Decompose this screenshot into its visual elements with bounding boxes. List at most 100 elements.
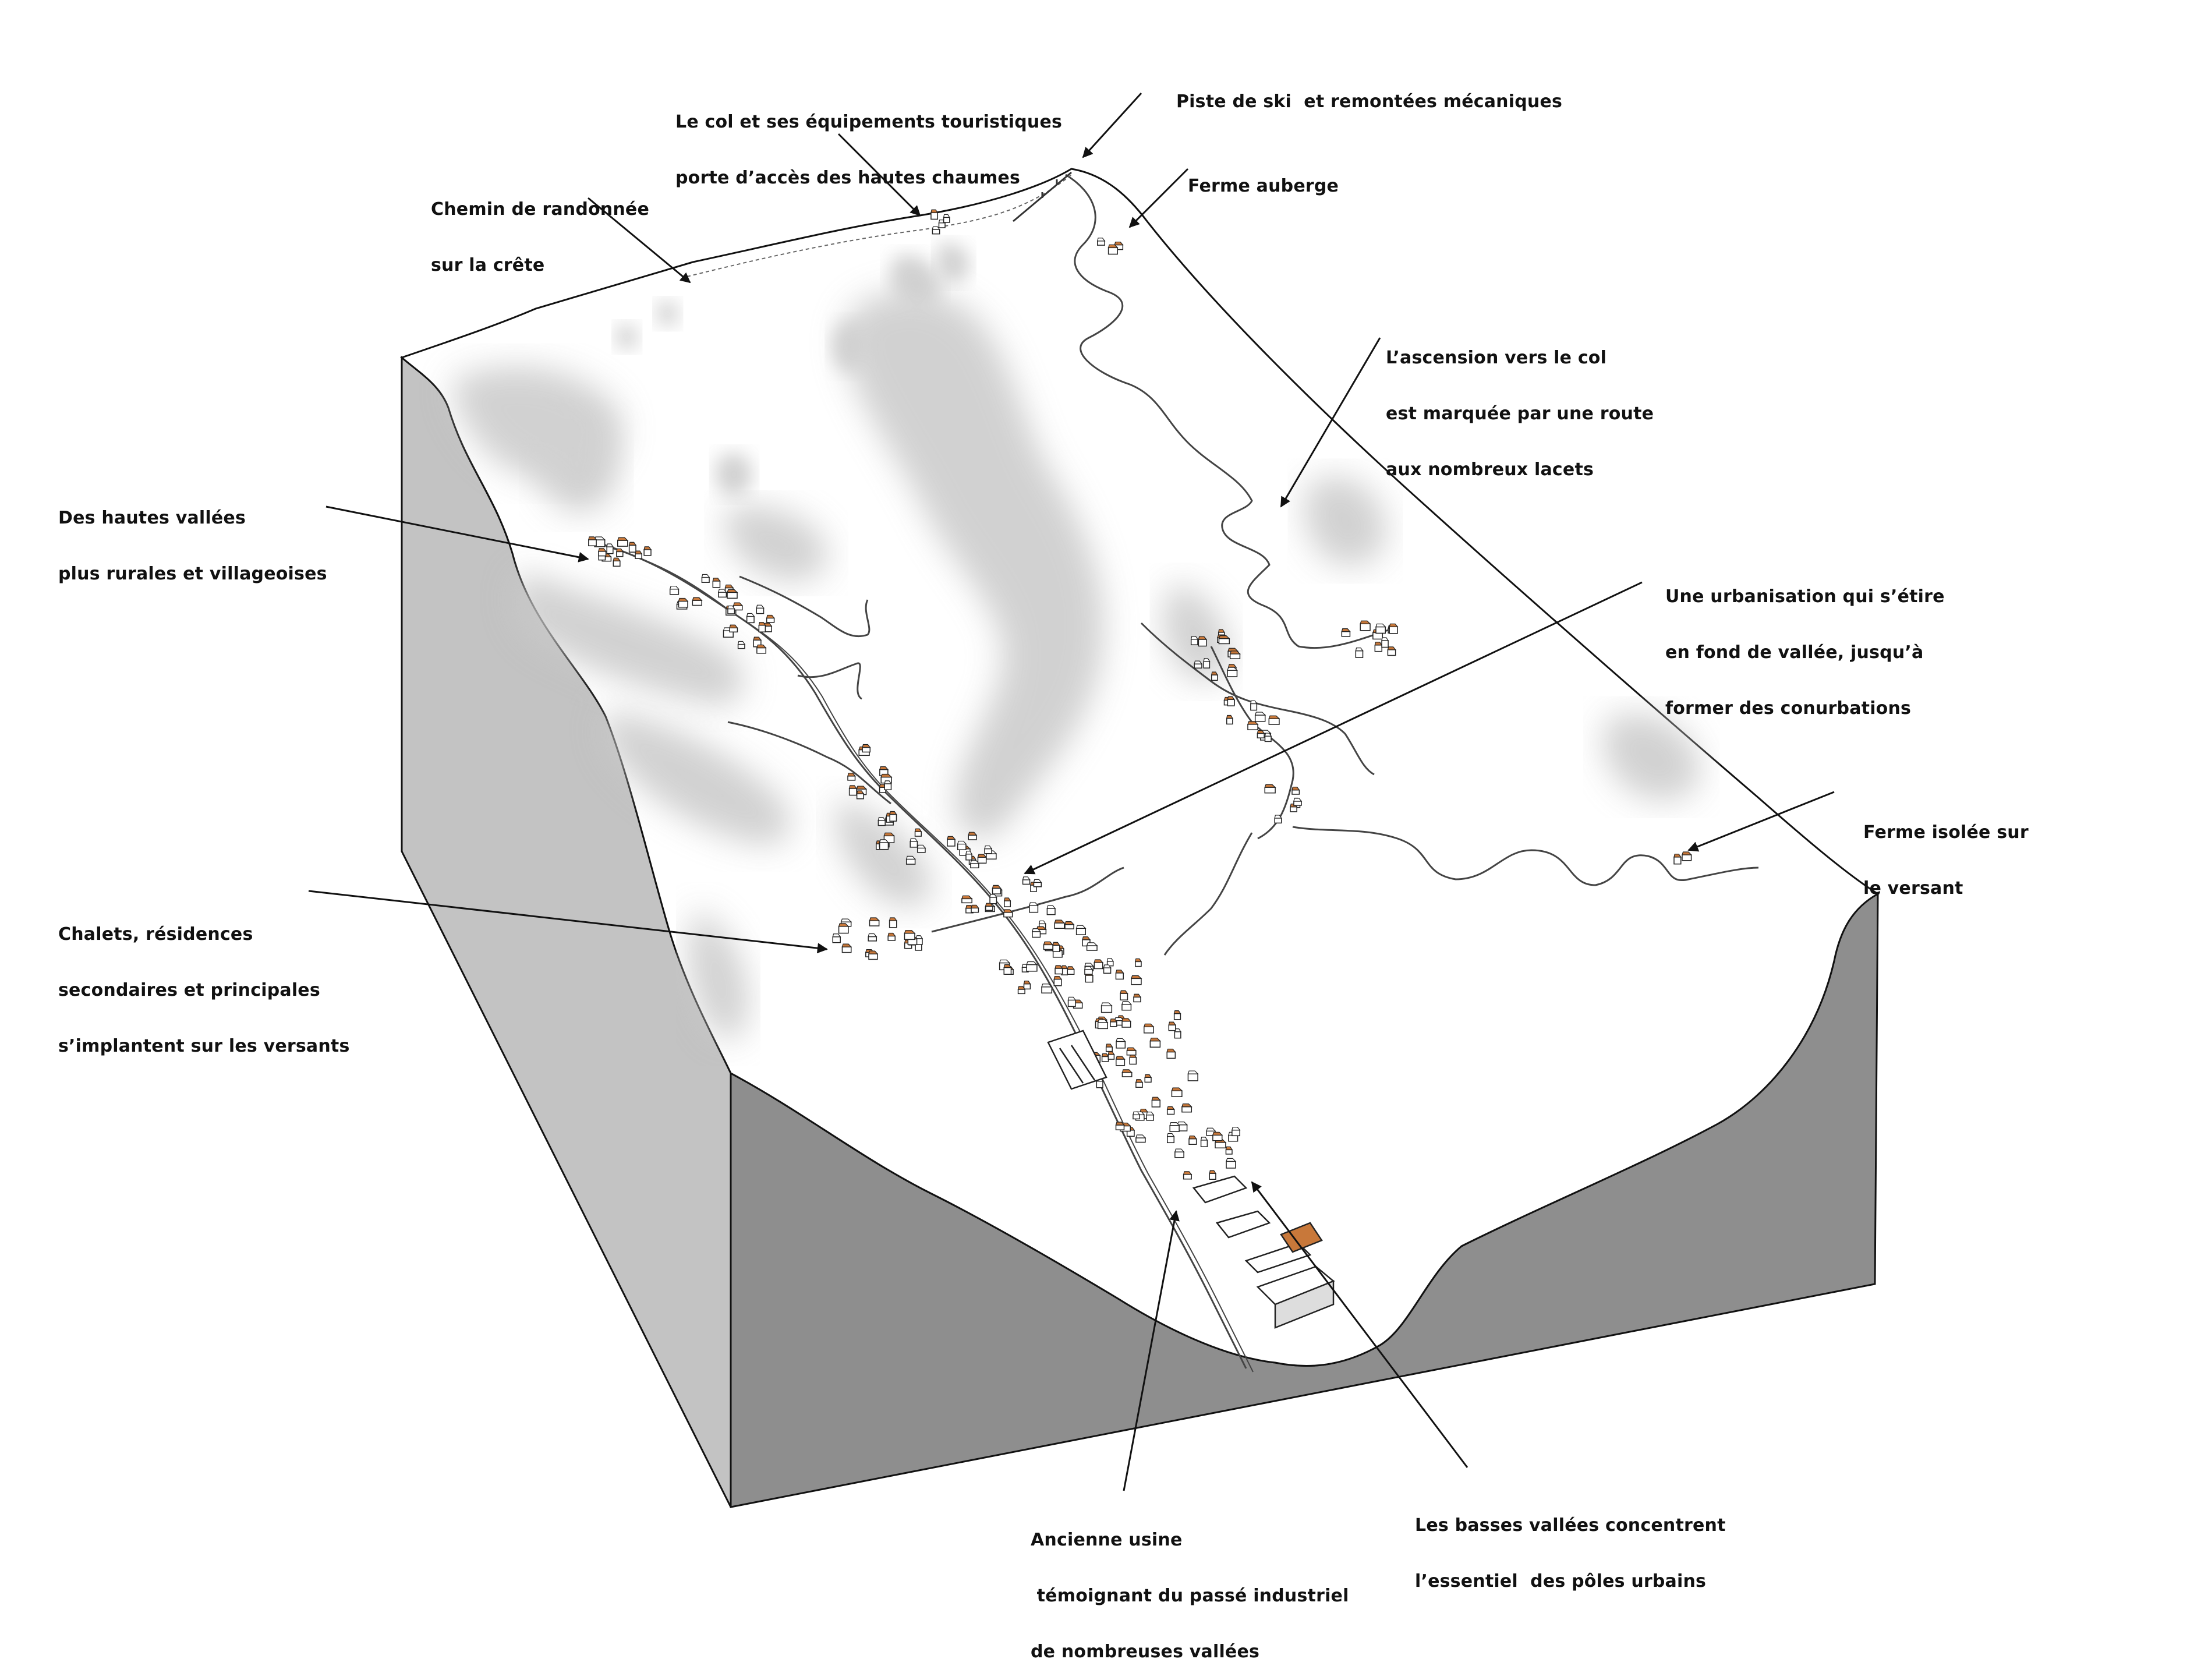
building [879,766,889,776]
building [1121,1018,1132,1028]
building [932,226,940,235]
building [1673,854,1682,865]
building [1115,1056,1126,1066]
building [1203,658,1211,669]
building [1055,965,1063,975]
building [868,950,879,960]
building [1033,879,1042,887]
building [1046,905,1056,915]
building [1274,815,1282,824]
building [965,851,973,861]
building [613,557,621,567]
building [1375,623,1386,634]
building [712,578,721,588]
building [1254,712,1266,722]
building [879,839,889,850]
building [1187,1070,1199,1081]
building [930,209,939,220]
building [1167,1133,1175,1144]
label-line: former des conurbations [1665,698,1912,719]
building [1225,1146,1233,1155]
building [1149,1037,1161,1048]
building [1166,1106,1175,1115]
block-diagram: Piste de ski et remontées mécaniques Le … [58,55,2029,1661]
building [1183,1171,1192,1180]
building [1247,721,1259,730]
building [1227,667,1238,677]
building [1181,1104,1192,1113]
building [1004,897,1011,907]
building [887,932,896,941]
building [1264,733,1272,742]
label-line: Des hautes vallées [58,508,246,528]
label-hautes-vallees: Des hautes vallées plus rurales et villa… [58,472,327,602]
leader-lines [308,92,1835,1491]
building [1032,928,1041,938]
label-piste-de-ski: Piste de ski et remontées mécaniques [1176,55,1562,130]
building [588,536,597,547]
building [766,614,775,623]
label-line: Les basses vallées concentrent [1415,1515,1726,1536]
building [1355,648,1364,658]
building [947,836,956,847]
building [643,546,652,556]
label-ferme-isolee: Ferme isolée sur le versant [1863,786,2029,917]
building [1107,244,1119,255]
building [1188,1136,1197,1145]
building [678,597,689,608]
building [1029,902,1039,913]
building [1171,1087,1183,1097]
building [832,933,841,943]
building [1291,787,1300,795]
building [594,536,606,547]
label-line: porte d’accès des hautes chaumes [675,168,1021,188]
label-line: s’implantent sur les versants [58,1036,350,1056]
building [1041,984,1053,993]
top-surface [400,168,1880,1367]
building [1146,1112,1155,1121]
label-line: Une urbanisation qui s’étire [1665,586,1945,607]
label-line: Ferme isolée sur [1863,822,2029,843]
label-line: est marquée par une route [1386,404,1654,424]
building [635,550,643,559]
building [957,840,967,851]
building [1003,964,1012,975]
building [701,574,710,583]
building [1075,925,1087,935]
label-line: sur la crête [431,255,545,275]
building [1053,975,1062,986]
building [1067,966,1075,975]
building [1360,620,1371,631]
building [1218,635,1230,645]
building [1232,1127,1241,1137]
building [1135,1134,1146,1143]
building [883,832,895,843]
building [1084,966,1094,975]
building [1135,958,1142,967]
label-basses-vallees: Les basses vallées concentrent l’essenti… [1415,1479,1726,1610]
building [628,542,637,553]
building [1143,1023,1155,1034]
building [1101,1053,1109,1062]
building [733,602,744,611]
building [727,605,735,614]
building [1121,1069,1133,1077]
building [746,613,755,624]
label-line: L’ascension vers le col [1386,348,1607,368]
building [616,548,624,557]
building [905,855,916,865]
building [1211,671,1218,681]
relief-shading [452,243,1700,1040]
building [1166,1048,1176,1059]
building [961,895,973,904]
building [1133,993,1142,1003]
building [917,844,926,853]
label-line: Ferme auberge [1188,176,1339,196]
building [904,930,916,940]
label-line: le versant [1863,878,1963,899]
building [1226,1158,1237,1169]
building [971,904,979,913]
building [1264,784,1276,794]
building [1067,996,1077,1007]
building [1212,1131,1223,1141]
